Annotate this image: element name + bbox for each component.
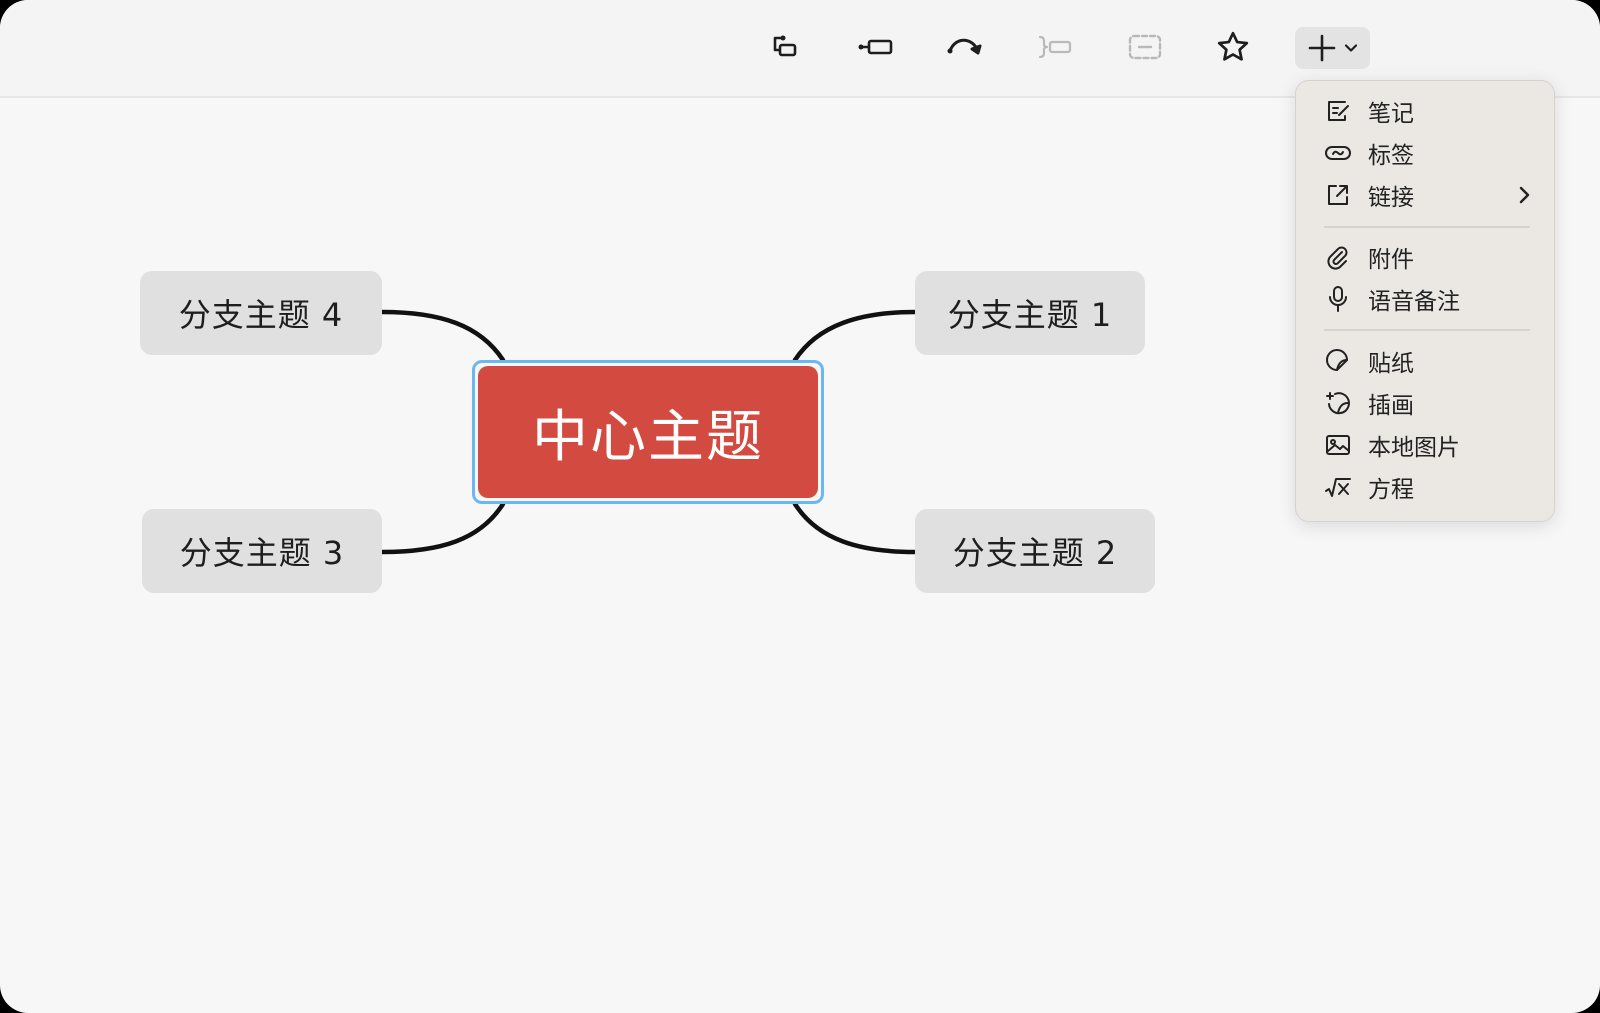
chevron-right-icon <box>1519 186 1530 204</box>
chevron-down-icon <box>1344 44 1357 52</box>
branch-topic-label: 分支主题 4 <box>178 296 344 334</box>
note-icon <box>1324 97 1352 125</box>
branch-topic-2[interactable]: 分支主题 2 <box>915 509 1155 593</box>
subtopic-icon <box>773 35 797 57</box>
branch-topic-label: 分支主题 3 <box>179 534 345 572</box>
attachment-icon <box>1324 243 1352 271</box>
menu-item-label[interactable]: 标签 <box>1324 133 1534 173</box>
central-topic-label: 中心主题 <box>532 404 764 470</box>
equation-icon <box>1324 473 1352 501</box>
menu-item-sticker[interactable]: 贴纸 <box>1324 341 1534 381</box>
label-icon <box>1324 139 1352 167</box>
insert-dropdown-menu: 笔记 标签 链接 <box>1295 80 1555 522</box>
insert-menu-button[interactable] <box>1295 27 1370 69</box>
menu-item-link[interactable]: 链接 <box>1324 175 1534 215</box>
branch-topic-4[interactable]: 分支主题 4 <box>140 271 382 355</box>
branch-topic-1[interactable]: 分支主题 1 <box>915 271 1145 355</box>
image-icon <box>1324 431 1352 459</box>
sticker-icon <box>1324 347 1352 375</box>
menu-item-attachment[interactable]: 附件 <box>1324 237 1534 277</box>
topic-after-icon <box>858 39 893 55</box>
marker-button[interactable] <box>1208 22 1258 72</box>
summary-brace-icon <box>1038 35 1072 59</box>
menu-item-note[interactable]: 笔记 <box>1324 91 1534 131</box>
microphone-icon <box>1324 285 1352 313</box>
insert-subtopic-button[interactable] <box>760 22 810 72</box>
summary-button[interactable] <box>1030 22 1080 72</box>
branch-topic-label: 分支主题 1 <box>947 296 1113 334</box>
branch-topic-label: 分支主题 2 <box>952 534 1118 572</box>
relationship-button[interactable] <box>940 22 990 72</box>
menu-item-voice-note[interactable]: 语音备注 <box>1324 279 1534 319</box>
menu-divider <box>1324 329 1530 331</box>
menu-item-illustration[interactable]: 插画 <box>1324 383 1534 423</box>
boundary-icon <box>1128 34 1162 60</box>
selection-outline <box>472 360 824 504</box>
branch-connectors <box>379 309 918 555</box>
menu-item-local-image[interactable]: 本地图片 <box>1324 425 1534 465</box>
relationship-arrow-icon <box>947 38 982 55</box>
plus-icon <box>1308 34 1335 62</box>
illustration-icon <box>1324 389 1352 417</box>
star-icon <box>1217 31 1249 61</box>
boundary-button[interactable] <box>1120 22 1170 72</box>
menu-item-equation[interactable]: 方程 <box>1324 467 1534 507</box>
menu-divider <box>1324 226 1530 228</box>
branch-topic-3[interactable]: 分支主题 3 <box>142 509 382 593</box>
mindmap-canvas[interactable]: 分支主题 4 分支主题 3 分支主题 1 分支主题 2 中心主题 <box>0 100 1600 1013</box>
insert-topic-after-button[interactable] <box>850 22 900 72</box>
toolbar <box>0 0 1600 98</box>
link-icon <box>1324 181 1352 209</box>
central-topic[interactable]: 中心主题 <box>478 366 818 498</box>
